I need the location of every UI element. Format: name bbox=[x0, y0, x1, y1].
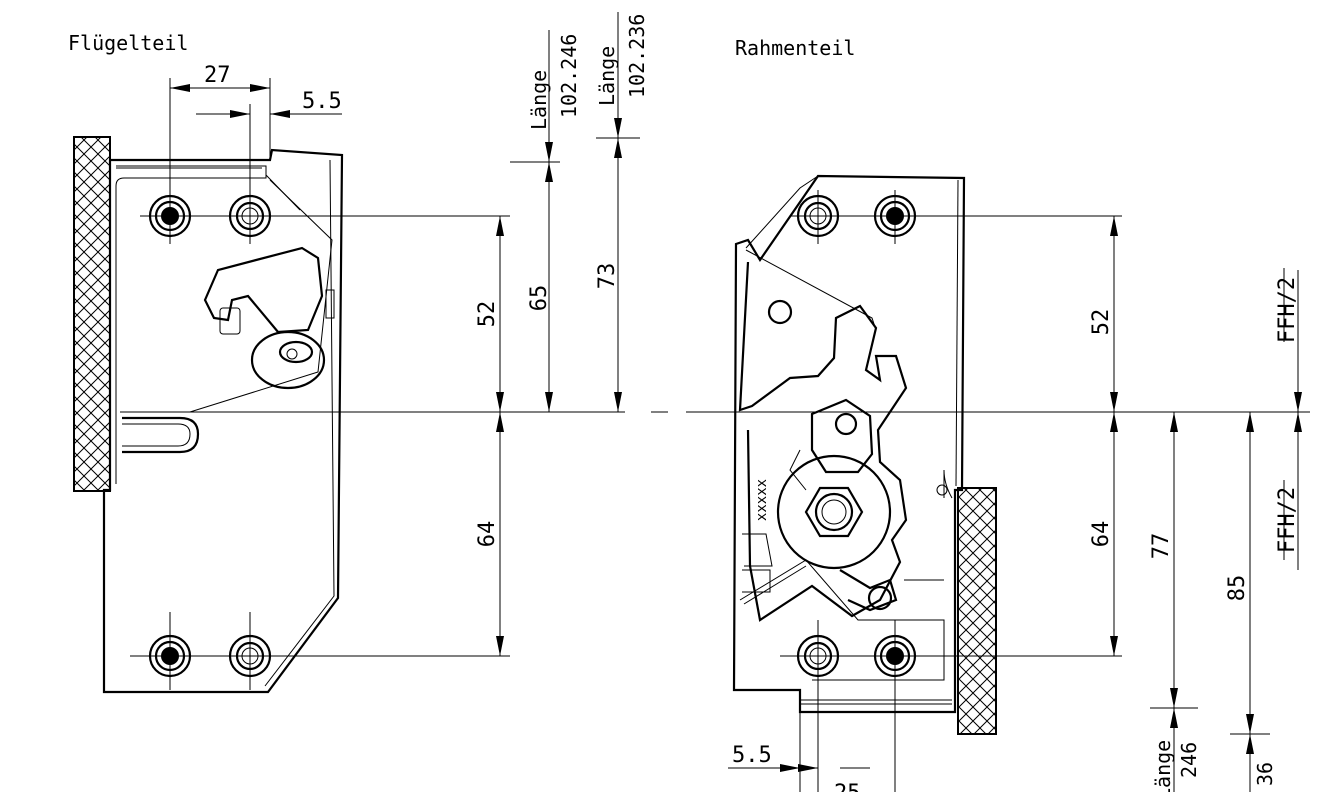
length-label-b: Länge bbox=[595, 46, 619, 106]
dim-label-36: 36 bbox=[1253, 762, 1277, 786]
length-value-a: 102.246 bbox=[557, 34, 581, 118]
dim-label-64-right: 64 bbox=[1089, 521, 1114, 548]
dim-label-52-left: 52 bbox=[475, 301, 500, 328]
dim-label-52-right: 52 bbox=[1089, 309, 1114, 336]
dim-label-77: 77 bbox=[1149, 533, 1174, 560]
right-seal-strip bbox=[957, 487, 997, 735]
wing-part-drawing bbox=[73, 136, 510, 694]
length-value-b: 102.236 bbox=[625, 14, 649, 98]
ffh-half-label-bottom: FFH/2 bbox=[1275, 487, 1300, 553]
dim-label-5-5-left: 5.5 bbox=[302, 89, 342, 114]
dim-label-5-5-right: 5.5 bbox=[732, 743, 772, 768]
dim-label-85: 85 bbox=[1225, 575, 1250, 602]
dim-label-27: 27 bbox=[204, 63, 231, 88]
wing-part-title: Flügelteil bbox=[68, 31, 188, 55]
left-dimensions bbox=[169, 12, 640, 656]
right-dimensions bbox=[728, 216, 1302, 792]
frame-part-drawing: xxxxx bbox=[732, 174, 1122, 792]
left-seal-strip bbox=[73, 136, 111, 492]
length-label-a: Länge bbox=[527, 70, 551, 130]
frame-part-title: Rahmenteil bbox=[735, 36, 855, 60]
dim-label-64-left: 64 bbox=[475, 521, 500, 548]
bottom-length-label: Länge bbox=[1151, 740, 1175, 792]
dim-label-65: 65 bbox=[527, 285, 552, 312]
part-marking: xxxxx bbox=[754, 479, 770, 521]
bottom-length-value: 246 bbox=[1177, 742, 1201, 778]
dim-label-73: 73 bbox=[595, 263, 620, 290]
ffh-half-label-top: FFH/2 bbox=[1275, 277, 1300, 343]
dim-label-25: 25 bbox=[834, 781, 861, 792]
